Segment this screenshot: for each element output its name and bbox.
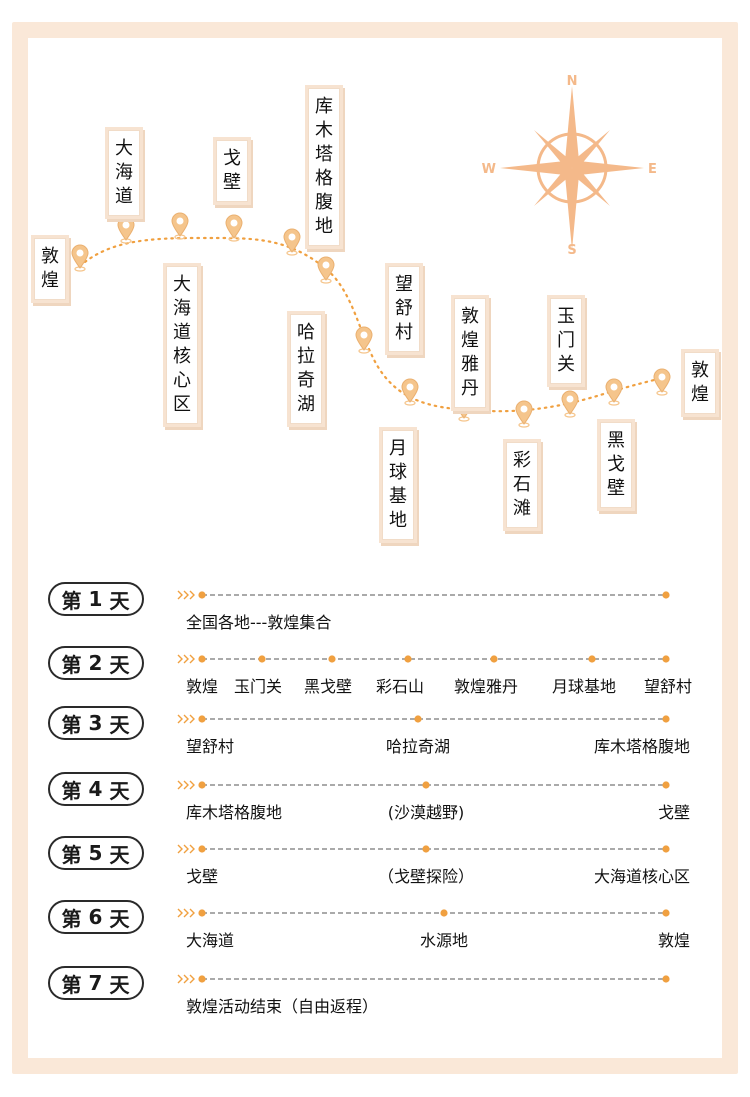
day-timeline	[177, 908, 670, 918]
place-label-dunhuang-end: 敦煌	[684, 352, 716, 414]
day-badge-suffix: 天	[109, 906, 131, 931]
place-label-gebi-top: 戈壁	[216, 140, 248, 202]
map-pin-icon	[117, 216, 135, 244]
route-path	[78, 236, 664, 413]
itinerary-stop: 大海道核心区	[593, 867, 690, 886]
itinerary-stop: 敦煌	[186, 677, 219, 696]
compass-east: E	[648, 162, 657, 177]
compass-icon: N S E W	[482, 74, 657, 258]
day-badge-prefix: 第	[61, 842, 83, 867]
map-pin-icon	[283, 228, 301, 256]
place-label-halaqi: 哈拉奇湖	[290, 314, 322, 424]
day-badge-suffix: 天	[109, 778, 131, 803]
map-pin-icon	[355, 326, 373, 354]
itinerary-stop: 戈壁	[657, 803, 690, 822]
day-timeline	[177, 590, 670, 600]
place-label-caishitan: 彩石滩	[506, 442, 538, 528]
itinerary-stop: 敦煌	[657, 931, 690, 950]
day-badge-num: 1	[88, 587, 104, 611]
itinerary-stop: 大海道	[186, 931, 235, 950]
route-map: N S E W	[71, 74, 671, 428]
day-badge-prefix: 第	[61, 588, 83, 613]
itinerary-stop: 望舒村	[644, 677, 693, 696]
day-timeline	[177, 714, 670, 724]
day-badge-num: 3	[88, 711, 104, 735]
page-panel	[28, 38, 722, 1058]
place-label-yumenguan: 玉门关	[550, 298, 582, 384]
place-label-kumutage: 库木塔格腹地	[308, 88, 340, 246]
day-badge-suffix: 天	[109, 972, 131, 997]
day-badge-prefix: 第	[61, 652, 83, 677]
day-badge-suffix: 天	[109, 588, 131, 613]
day-timeline	[177, 780, 670, 790]
day-timeline	[177, 654, 670, 664]
map-pin-icon	[401, 378, 419, 406]
itinerary-stop: 黑戈壁	[304, 677, 353, 696]
day-badge-num: 5	[88, 841, 104, 865]
day-badge-prefix: 第	[61, 906, 83, 931]
itinerary-stop: 哈拉奇湖	[385, 737, 451, 756]
itinerary-stop: (沙漠越野)	[387, 803, 465, 822]
compass-north: N	[567, 74, 578, 89]
day-timeline	[177, 974, 670, 984]
day-timeline	[177, 844, 670, 854]
day-badge-suffix: 天	[109, 712, 131, 737]
itinerary-stop: 全国各地---敦煌集合	[186, 613, 332, 632]
map-pin-icon	[605, 378, 623, 406]
place-label-dunhuang-start: 敦煌	[34, 238, 66, 300]
map-pin-icon	[653, 368, 671, 396]
map-pin-icon	[515, 400, 533, 428]
itinerary-stop: 彩石山	[376, 677, 425, 696]
itinerary-stop: 水源地	[419, 931, 469, 950]
day-badge-suffix: 天	[109, 652, 131, 677]
itinerary-stop: 敦煌雅丹	[454, 677, 519, 696]
day-badge-prefix: 第	[61, 972, 83, 997]
day-badge-num: 4	[88, 777, 104, 801]
map-pin-icon	[171, 212, 189, 240]
place-label-heigebi: 黑戈壁	[600, 422, 632, 508]
itinerary-stop: 玉门关	[234, 677, 283, 696]
day-badge-num: 2	[88, 651, 104, 675]
day-badge-prefix: 第	[61, 778, 83, 803]
place-label-yadan: 敦煌雅丹	[454, 298, 486, 408]
compass-south: S	[567, 243, 576, 258]
compass-west: W	[482, 162, 496, 177]
day-badge-prefix: 第	[61, 712, 83, 737]
map-pin-icon	[317, 256, 335, 284]
day-badge-num: 7	[88, 971, 104, 995]
itinerary-stop: （戈壁探险）	[377, 867, 475, 886]
map-pin-icon	[561, 390, 579, 418]
map-pin-icon	[71, 244, 89, 272]
itinerary-stop: 月球基地	[552, 677, 617, 696]
day-badge-num: 6	[88, 905, 104, 929]
place-label-yuanqiu: 月球基地	[382, 430, 414, 540]
place-label-wangshu: 望舒村	[388, 266, 420, 352]
map-pin-icon	[225, 214, 243, 242]
itinerary-stop: 戈壁	[186, 867, 219, 886]
itinerary-stop: 库木塔格腹地	[593, 737, 690, 756]
itinerary-stop: 库木塔格腹地	[186, 803, 283, 822]
place-label-dahaidao: 大海道	[108, 130, 140, 216]
itinerary-stop: 敦煌活动结束（自由返程）	[186, 997, 379, 1016]
itinerary-stop: 望舒村	[186, 737, 235, 756]
place-label-dahaidao-core: 大海道核心区	[166, 266, 198, 424]
day-badge-suffix: 天	[109, 842, 131, 867]
